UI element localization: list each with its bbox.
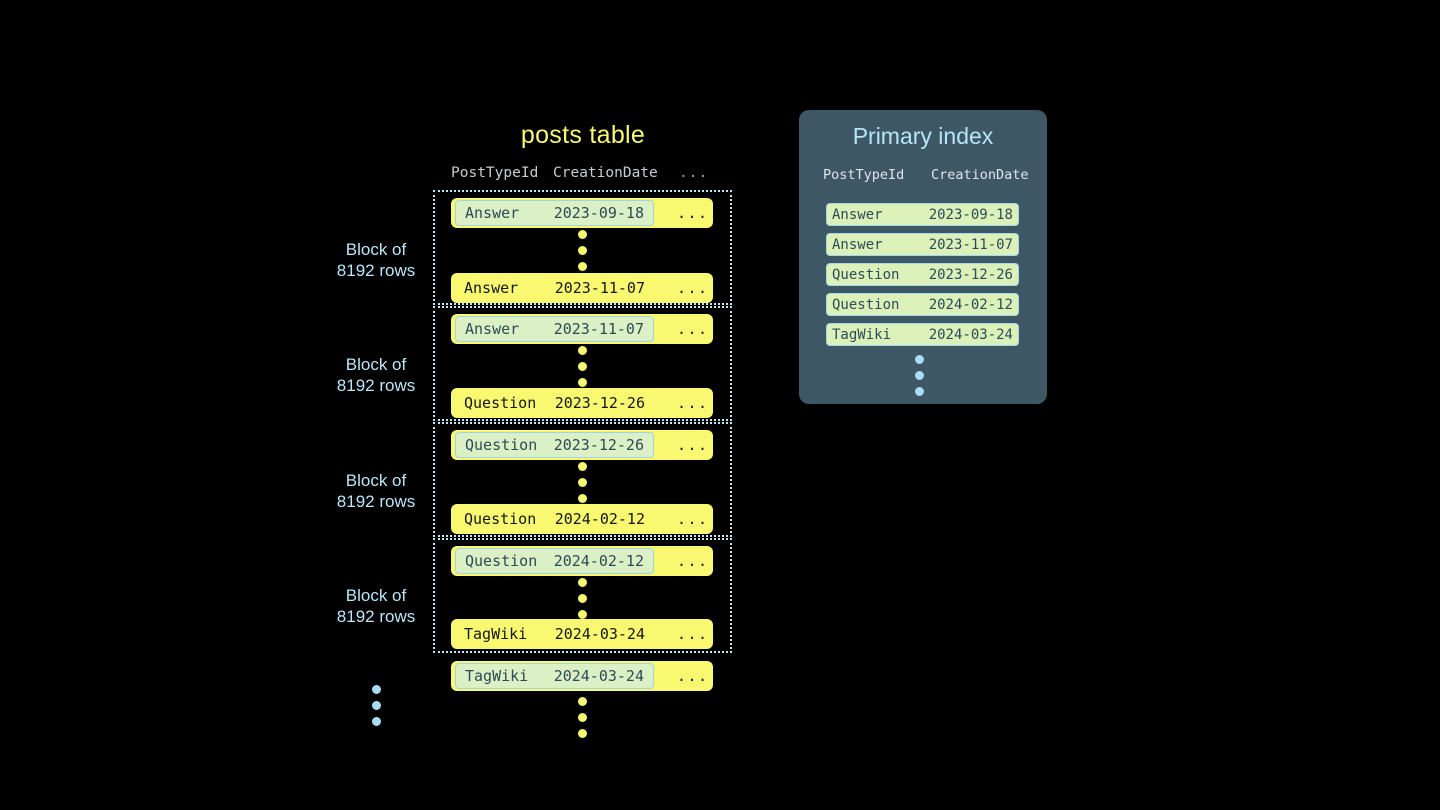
cell-posttypeid: Question [465,552,538,570]
block-label-4: Block of 8192 rows [301,585,451,627]
index-row: Answer 2023-09-18 [826,203,1019,226]
table-row: Question 2024-02-12 ... [451,504,713,534]
index-cell-posttypeid: Answer [832,236,883,253]
cell-posttypeid: Question [464,510,537,528]
cell-creationdate: 2024-03-24 [553,667,644,685]
index-cell-posttypeid: TagWiki [832,326,892,343]
cell-more: ... [677,667,709,685]
cell-posttypeid: TagWiki [465,667,529,685]
cell-posttypeid: Answer [465,320,520,338]
block-label-1-line2: 8192 rows [336,261,416,280]
block-label-2-line1: Block of [345,355,407,374]
cell-posttypeid: TagWiki [464,625,528,643]
table-row: TagWiki 2024-03-24 ... [451,619,713,649]
index-cell-creationdate: 2024-03-24 [928,326,1013,343]
index-mark-highlight: Question 2023-12-26 [455,432,654,458]
cell-more: ... [677,510,709,528]
cell-creationdate: 2024-03-24 [554,625,645,643]
table-row: Answer 2023-11-07 ... [451,314,713,344]
posts-table-diagram: posts table PostTypeId CreationDate ... … [301,121,732,738]
posts-table-title: posts table [520,121,646,149]
table-row: Question 2023-12-26 ... [451,388,713,418]
index-cell-posttypeid: Question [832,296,900,313]
table-block-3 [433,422,732,537]
primary-index-title: Primary index [852,123,994,149]
index-cell-creationdate: 2023-11-07 [928,236,1013,253]
cell-creationdate: 2024-02-12 [554,510,645,528]
index-continuation-dots [913,355,925,396]
row-cells: Question 2024-02-12 [455,506,654,532]
row-ellipsis-dots [576,462,588,503]
primary-index-panel: Primary index PostTypeId CreationDate An… [799,110,1047,404]
posts-table-column-headers: PostTypeId CreationDate ... [451,165,713,187]
row-ellipsis-dots [576,578,588,619]
row-ellipsis-dots [576,230,588,271]
cell-more: ... [677,279,709,297]
block-continuation-dots [370,685,382,726]
table-continuation-dots [576,697,588,738]
cell-creationdate: 2023-11-07 [553,320,644,338]
block-label-1: Block of 8192 rows [301,239,451,281]
table-row: Question 2024-02-12 ... [451,546,713,576]
row-cells: TagWiki 2024-03-24 [455,621,654,647]
table-row-trailing: TagWiki 2024-03-24 ... [451,661,713,691]
cell-more: ... [677,204,709,222]
cell-posttypeid: Answer [465,204,520,222]
cell-more: ... [677,320,709,338]
column-header-more: ... [679,165,709,181]
block-label-4-line2: 8192 rows [336,607,416,626]
table-row: Answer 2023-11-07 ... [451,273,713,303]
cell-creationdate: 2023-12-26 [554,394,645,412]
row-ellipsis-dots [576,346,588,387]
index-row: Answer 2023-11-07 [826,233,1019,256]
row-cells: Question 2023-12-26 [455,390,654,416]
table-row: Question 2023-12-26 ... [451,430,713,460]
cell-creationdate: 2024-02-12 [553,552,644,570]
block-label-2: Block of 8192 rows [301,354,451,396]
index-cell-creationdate: 2023-12-26 [928,266,1013,283]
index-row: Question 2024-02-12 [826,293,1019,316]
table-row: Answer 2023-09-18 ... [451,198,713,228]
table-block-1 [433,190,732,305]
cell-more: ... [677,394,709,412]
block-label-3-line1: Block of [345,471,407,490]
table-block-2 [433,306,732,421]
cell-more: ... [677,436,709,454]
index-mark-highlight: Answer 2023-09-18 [455,200,654,226]
index-cell-creationdate: 2023-09-18 [928,206,1013,223]
cell-posttypeid: Answer [464,279,519,297]
cell-more: ... [677,552,709,570]
index-cell-creationdate: 2024-02-12 [928,296,1013,313]
primary-index-column-headers: PostTypeId CreationDate [823,167,1029,187]
index-cell-posttypeid: Answer [832,206,883,223]
cell-creationdate: 2023-12-26 [553,436,644,454]
cell-more: ... [677,625,709,643]
index-column-header-posttypeid: PostTypeId [823,167,905,183]
index-mark-highlight: Question 2024-02-12 [455,548,654,574]
column-header-creationdate: CreationDate [553,165,658,181]
table-block-4 [433,538,732,653]
block-label-4-line1: Block of [345,586,407,605]
index-cell-posttypeid: Question [832,266,900,283]
row-cells: Answer 2023-11-07 [455,275,654,301]
block-label-3-line2: 8192 rows [336,492,416,511]
index-mark-highlight: Answer 2023-11-07 [455,316,654,342]
cell-posttypeid: Question [464,394,537,412]
column-header-posttypeid: PostTypeId [451,165,539,181]
index-mark-highlight: TagWiki 2024-03-24 [455,663,654,689]
cell-posttypeid: Question [465,436,538,454]
cell-creationdate: 2023-11-07 [554,279,645,297]
cell-creationdate: 2023-09-18 [553,204,644,222]
block-label-3: Block of 8192 rows [301,470,451,512]
index-row: TagWiki 2024-03-24 [826,323,1019,346]
index-row: Question 2023-12-26 [826,263,1019,286]
block-label-2-line2: 8192 rows [336,376,416,395]
index-column-header-creationdate: CreationDate [931,167,1029,183]
block-label-1-line1: Block of [345,240,407,259]
